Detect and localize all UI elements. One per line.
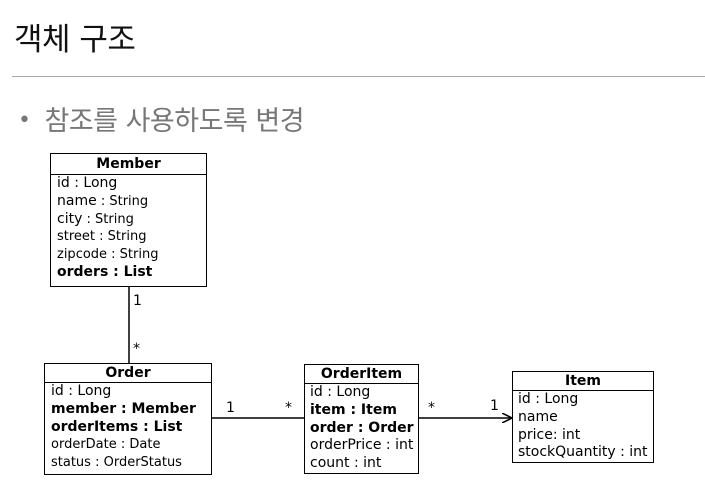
field-name: stockQuantity : int	[518, 444, 648, 461]
field-type: : String	[82, 211, 134, 227]
field-row: id : Long	[51, 383, 211, 401]
field-row: name	[518, 409, 653, 427]
field-row: id : Long	[310, 384, 418, 402]
class-box-member: Member id : Long name : String city : St…	[50, 153, 207, 287]
multiplicity-label: *	[428, 400, 435, 416]
field-name: price: int	[518, 426, 581, 443]
field-name: id : Long	[518, 391, 579, 407]
multiplicity-label: *	[285, 400, 292, 416]
multiplicity-label: 1	[490, 398, 499, 414]
field-row: name : String	[57, 193, 206, 211]
multiplicity-label: 1	[226, 400, 235, 416]
multiplicity-label: *	[133, 341, 140, 357]
field-row: count : int	[310, 455, 418, 473]
field-type: : String	[96, 193, 149, 209]
slide-title: 객체 구조	[14, 22, 136, 58]
class-box-order: Order id : Long member : Member orderIte…	[44, 363, 212, 475]
field-name: id : Long	[51, 383, 112, 399]
class-name: OrderItem	[305, 365, 418, 384]
field-name: orderPrice : int	[310, 437, 414, 454]
field-row: orders : List	[57, 264, 206, 282]
bullet-dot-icon: •	[18, 108, 31, 133]
field-row: price: int	[518, 427, 653, 445]
bullet-item: • 참조를 사용하도록 변경	[18, 99, 305, 138]
field-name: order : Order	[310, 419, 414, 436]
field-name: orderItems : List	[51, 418, 183, 435]
field-type: : Date	[116, 437, 161, 453]
field-name: member : Member	[51, 400, 196, 417]
field-name: count : int	[310, 455, 382, 472]
field-name: orderDate	[51, 437, 117, 453]
field-row: street : String	[57, 228, 206, 246]
title-divider	[12, 76, 705, 77]
field-name: status : OrderStatus	[51, 455, 182, 471]
bullet-text: 참조를 사용하도록 변경	[44, 106, 305, 137]
field-name: item : Item	[310, 401, 397, 418]
field-row: orderPrice : int	[310, 437, 418, 455]
field-row: status : OrderStatus	[51, 454, 211, 472]
field-row: orderDate : Date	[51, 436, 211, 454]
class-box-item: Item id : Long name price: int stockQuan…	[512, 371, 654, 463]
field-row: city : String	[57, 211, 206, 229]
field-row: order : Order	[310, 420, 418, 438]
field-name: orders : List	[57, 263, 153, 280]
class-name: Item	[513, 372, 653, 391]
field-name: id : Long	[57, 175, 118, 191]
field-row: id : Long	[57, 175, 206, 193]
field-name: name	[518, 408, 558, 425]
field-name: name	[57, 192, 97, 209]
field-row: stockQuantity : int	[518, 444, 653, 462]
field-name: city	[57, 210, 83, 227]
class-box-orderitem: OrderItem id : Long item : Item order : …	[304, 364, 419, 474]
field-row: zipcode : String	[57, 246, 206, 264]
field-row: member : Member	[51, 401, 211, 419]
multiplicity-label: 1	[133, 293, 142, 309]
field-row: item : Item	[310, 402, 418, 420]
class-name: Order	[45, 364, 211, 383]
field-name: zipcode : String	[57, 247, 159, 263]
field-row: id : Long	[518, 391, 653, 409]
field-name: street : String	[57, 229, 147, 245]
class-name: Member	[51, 154, 206, 175]
field-row: orderItems : List	[51, 419, 211, 437]
field-name: id : Long	[310, 384, 371, 400]
